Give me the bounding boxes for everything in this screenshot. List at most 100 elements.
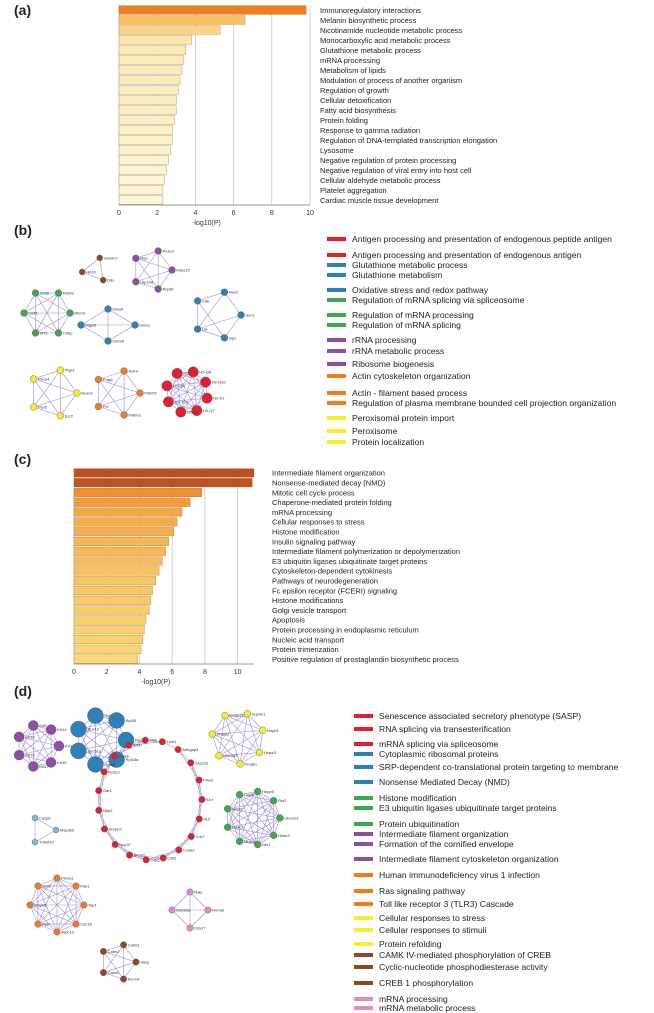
- legend-b-item-2: Glutathione metabolic process: [327, 261, 468, 270]
- legend-b-item-9: rRNA metabolic process: [327, 347, 444, 356]
- network-d-node-22[interactable]: [188, 760, 194, 766]
- network-d-node-43[interactable]: [236, 838, 243, 845]
- network-d-node-0[interactable]: [54, 741, 64, 751]
- network-d-node-label-5: Krt5: [39, 723, 47, 728]
- network-d-node-38[interactable]: [142, 737, 148, 743]
- legend-d-item-5: Nonsense Mediated Decay (NMD): [354, 778, 510, 787]
- network-d-node-label-58: Plxna1: [61, 876, 74, 881]
- network-d-node-55[interactable]: [35, 921, 41, 927]
- legend-d-swatch-6: [354, 796, 373, 800]
- network-d-node-4[interactable]: [14, 732, 24, 742]
- legend-b-label-9: rRNA metabolic process: [352, 347, 444, 356]
- network-d-node-13[interactable]: [109, 712, 125, 728]
- network-d-node-15[interactable]: [259, 727, 266, 734]
- network-d-node-60[interactable]: [205, 907, 211, 913]
- network-d-node-61[interactable]: [187, 925, 193, 931]
- network-d-node-label-36: Snrpb: [119, 754, 130, 759]
- network-d-node-36[interactable]: [111, 753, 117, 759]
- network-d-node-34[interactable]: [95, 787, 101, 793]
- network-d-node-57[interactable]: [35, 883, 41, 889]
- network-d-node-44[interactable]: [224, 824, 231, 831]
- network-d-node-58[interactable]: [54, 875, 60, 881]
- network-d-node-23[interactable]: [196, 777, 202, 783]
- network-d-node-label-22: Snrpd3: [195, 760, 209, 765]
- network-d-node-50[interactable]: [32, 839, 38, 845]
- network-d-node-11[interactable]: [70, 721, 86, 737]
- network-d-node-41[interactable]: [270, 832, 277, 839]
- network-d-node-48[interactable]: [270, 797, 277, 804]
- network-d-node-28[interactable]: [160, 855, 166, 861]
- network-d-node-59[interactable]: [73, 883, 79, 889]
- network-d-node-47[interactable]: [254, 788, 261, 795]
- legend-d-label-12: Human immunodeficiency virus 1 infection: [379, 871, 540, 880]
- network-d-node-45[interactable]: [224, 805, 231, 812]
- legend-d-swatch-17: [354, 942, 373, 946]
- network-d-node-52[interactable]: [81, 902, 87, 908]
- network-d-node-16[interactable]: [256, 749, 263, 756]
- network-d-node-68[interactable]: [120, 942, 126, 948]
- legend-d-label-10: Formation of the cornified envelope: [379, 840, 514, 849]
- network-d-node-17[interactable]: [237, 761, 244, 768]
- network-d-node-37[interactable]: [126, 742, 132, 748]
- network-d-node-46[interactable]: [236, 791, 243, 798]
- network-d-node-26[interactable]: [188, 833, 194, 839]
- network-d-node-65[interactable]: [120, 976, 126, 982]
- network-d-node-24[interactable]: [199, 796, 205, 802]
- legend-b-label-7: Regulation of mRNA splicing: [352, 321, 461, 330]
- network-d-node-label-9: Rpl33: [104, 762, 115, 767]
- network-d-node-label-66: Calm2: [108, 970, 120, 975]
- network-d-node-label-29: Cdk5: [150, 857, 160, 862]
- network-d-node-label-40: Ube2e3: [284, 816, 299, 821]
- network-d-node-32[interactable]: [101, 826, 107, 832]
- network-d-node-40[interactable]: [277, 815, 284, 822]
- network-d-node-label-10: Sec61g: [87, 748, 101, 753]
- network-d-node-9[interactable]: [87, 756, 103, 772]
- legend-b-item-10: Ribosome biogenesis: [327, 360, 434, 369]
- legend-d-item-10: Formation of the cornified envelope: [354, 840, 514, 849]
- network-d-node-label-54: Arpc10: [61, 930, 74, 935]
- network-d-node-6[interactable]: [46, 725, 56, 735]
- legend-d-swatch-10: [354, 842, 373, 846]
- network-d-node-19[interactable]: [209, 731, 216, 738]
- network-d-node-12[interactable]: [87, 708, 103, 724]
- legend-d-label-17: Protein refolding: [379, 940, 442, 949]
- network-d-node-66[interactable]: [100, 969, 106, 975]
- network-d-node-20[interactable]: [222, 712, 229, 719]
- network-d-node-label-65: Kcnn4: [128, 977, 140, 982]
- network-d-node-label-67: Calm1: [108, 949, 120, 954]
- network-d-node-67[interactable]: [100, 948, 106, 954]
- network-d-node-49[interactable]: [53, 827, 59, 833]
- network-d-node-label-1: Krt15: [57, 760, 67, 765]
- network-d-node-30[interactable]: [126, 852, 132, 858]
- legend-d-label-8: Protein ubiquitination: [379, 820, 459, 829]
- network-d-node-3[interactable]: [14, 750, 24, 760]
- network-d-node-14[interactable]: [244, 710, 251, 717]
- legend-b-label-5: Regulation of mRNA splicing via spliceos…: [352, 296, 524, 305]
- network-d-node-62[interactable]: [169, 907, 175, 913]
- legend-b-label-15: Peroxisome: [352, 427, 397, 436]
- legend-b-label-1: Antigen processing and presentation of e…: [352, 251, 581, 260]
- network-d-node-51[interactable]: [32, 815, 38, 821]
- network-d-node-18[interactable]: [216, 752, 223, 759]
- network-d-node-54[interactable]: [54, 929, 60, 935]
- network-d-node-label-23: Prkdc: [203, 778, 213, 783]
- network-d-node-39[interactable]: [159, 739, 165, 745]
- network-d-node-35[interactable]: [101, 769, 107, 775]
- legend-b-label-0: Antigen processing and presentation of e…: [352, 235, 612, 244]
- network-d-node-33[interactable]: [96, 807, 102, 813]
- network-d-node-5[interactable]: [28, 721, 38, 731]
- network-d-node-10[interactable]: [70, 743, 86, 759]
- network-d-node-53[interactable]: [73, 921, 79, 927]
- network-d-node-27[interactable]: [176, 847, 182, 853]
- network-d-node-2[interactable]: [28, 761, 38, 771]
- network-d-node-63[interactable]: [187, 889, 193, 895]
- network-d-node-56[interactable]: [27, 902, 33, 908]
- legend-d-swatch-12: [354, 873, 373, 877]
- legend-d-item-2: mRNA splicing via spliceosome: [354, 740, 498, 749]
- network-d-node-label-56: Mapk5: [34, 903, 47, 908]
- network-d-node-21[interactable]: [175, 746, 181, 752]
- network-d-node-31[interactable]: [112, 841, 118, 847]
- network-d-node-25[interactable]: [196, 816, 202, 822]
- legend-d-swatch-14: [354, 902, 373, 906]
- network-d-node-64[interactable]: [133, 959, 139, 965]
